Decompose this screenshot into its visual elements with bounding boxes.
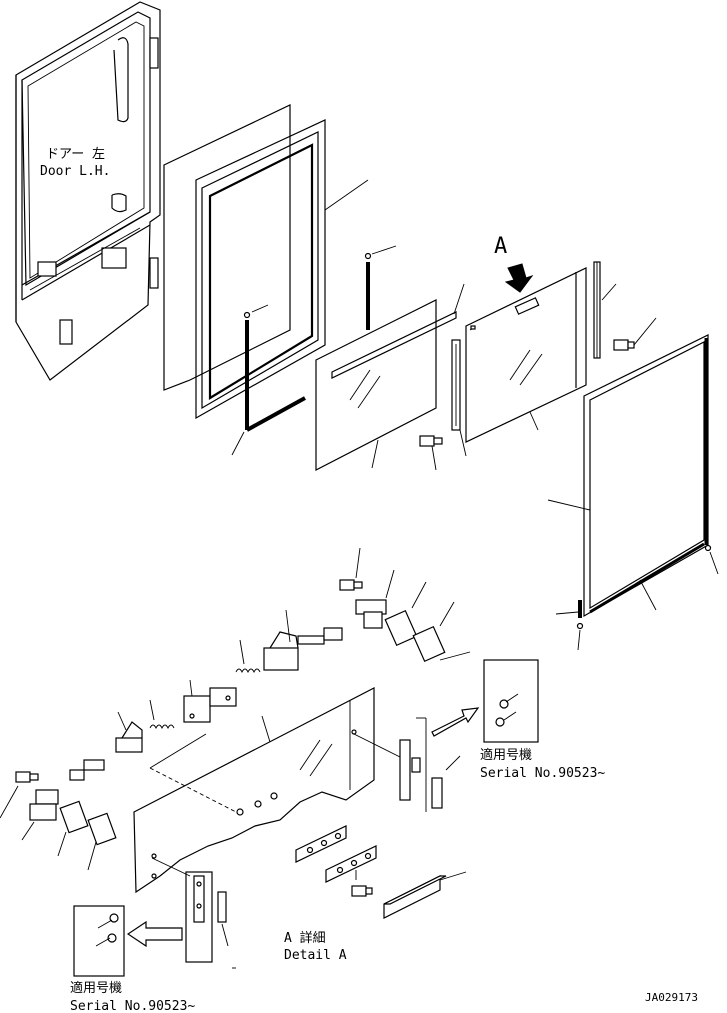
door-label-jp: ドアー 左 — [46, 147, 105, 162]
bolt-middle — [419, 435, 443, 447]
bracket-upper — [355, 599, 387, 629]
hinge-plate-1 — [295, 825, 347, 863]
leader-frame — [324, 179, 369, 211]
pad-1 — [384, 609, 418, 647]
bolt-lower-mid — [351, 885, 373, 897]
lock-assembly — [263, 627, 343, 671]
serial-jp-1: 適用号機 — [480, 747, 532, 763]
bolt-lower-top — [339, 579, 363, 591]
latch-spring-left — [149, 724, 175, 730]
catch-block — [183, 679, 237, 723]
back-panel — [163, 104, 291, 391]
sliding-glass-a — [465, 267, 587, 443]
glass-pane-middle — [315, 299, 457, 471]
vertical-channel-right — [399, 717, 443, 812]
side-rail — [593, 261, 601, 359]
arrow-left-icon — [126, 920, 183, 948]
bracket-left — [29, 789, 59, 821]
latch-lever — [69, 721, 143, 781]
door-label-en: Door L.H. — [40, 164, 110, 179]
serial-en-1: Serial No.90523~ — [480, 766, 605, 781]
detail-en: Detail A — [284, 948, 347, 963]
bolt-upper-right — [613, 317, 657, 351]
seal-strip-middle — [364, 252, 372, 330]
arrow-right-icon — [431, 707, 480, 737]
arrow-label-a: A — [494, 234, 507, 259]
serial-detail-box-right — [483, 659, 539, 743]
lower-glass-panel — [133, 687, 375, 894]
arrow-a-icon — [504, 263, 534, 293]
drawing-id: JA029173 — [645, 991, 698, 1004]
seal-strip-left — [243, 311, 306, 432]
pad-4 — [87, 812, 117, 846]
pad-2 — [412, 625, 446, 663]
serial-detail-box-left — [73, 905, 125, 977]
serial-en-2: Serial No.90523~ — [70, 999, 195, 1013]
window-frame — [195, 119, 326, 420]
glass-seal-large — [576, 334, 712, 630]
pad-3 — [59, 800, 89, 834]
channel-strip — [451, 339, 461, 431]
rubber-block — [383, 875, 447, 919]
door-lh-assembly — [15, 1, 161, 381]
vertical-plate-lower — [185, 871, 227, 963]
serial-jp-2: 適用号機 — [70, 980, 122, 996]
hinge-plate-2 — [325, 845, 377, 883]
spring-middle — [235, 668, 261, 674]
bolt-lower-left — [15, 771, 39, 783]
detail-jp: A 詳細 — [284, 930, 326, 946]
